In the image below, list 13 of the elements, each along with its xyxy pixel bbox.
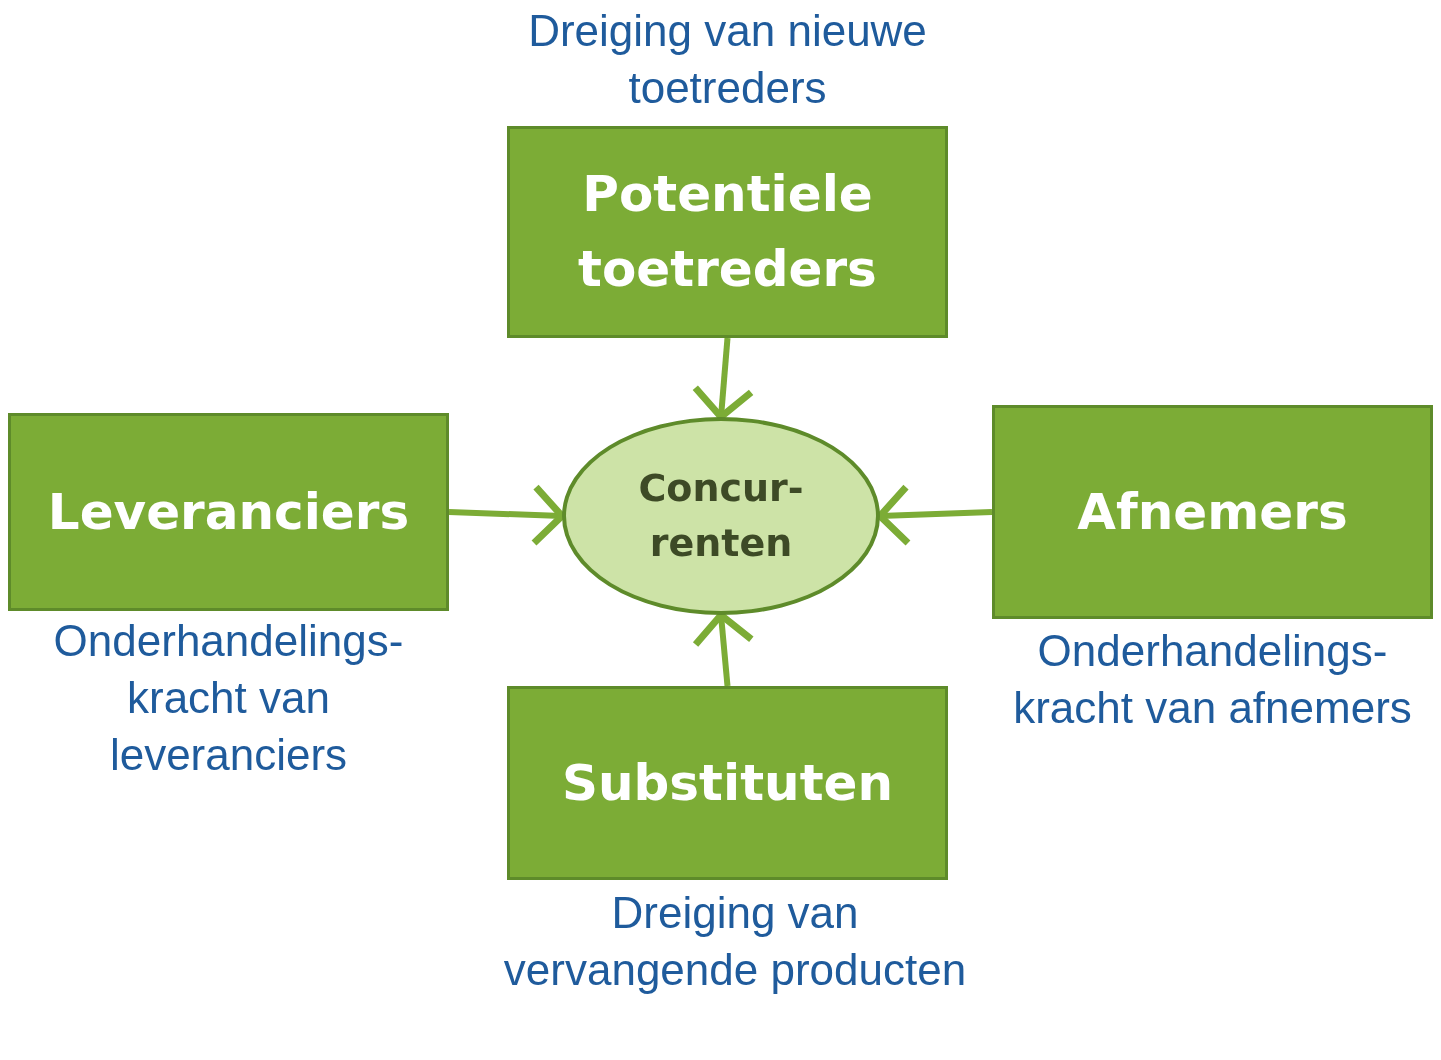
node-label: Potentiele toetreders [577, 164, 878, 300]
force-caption: Dreiging van vervangende producten [502, 887, 968, 997]
node-label: Substituten [560, 752, 895, 814]
node-label: Afnemers [1076, 481, 1349, 543]
node-label: Concur- renten [637, 464, 805, 567]
force-box [8, 413, 449, 611]
node-label: Leveranciers [46, 481, 411, 543]
force-box [507, 686, 948, 880]
force-caption: Dreiging van nieuwe toetreders [527, 5, 928, 115]
force-box [992, 405, 1433, 619]
force-caption: Onderhandelings- kracht van afnemers [1012, 625, 1413, 735]
force-caption: Onderhandelings- kracht van leveranciers [52, 615, 405, 782]
force-box [507, 126, 948, 338]
